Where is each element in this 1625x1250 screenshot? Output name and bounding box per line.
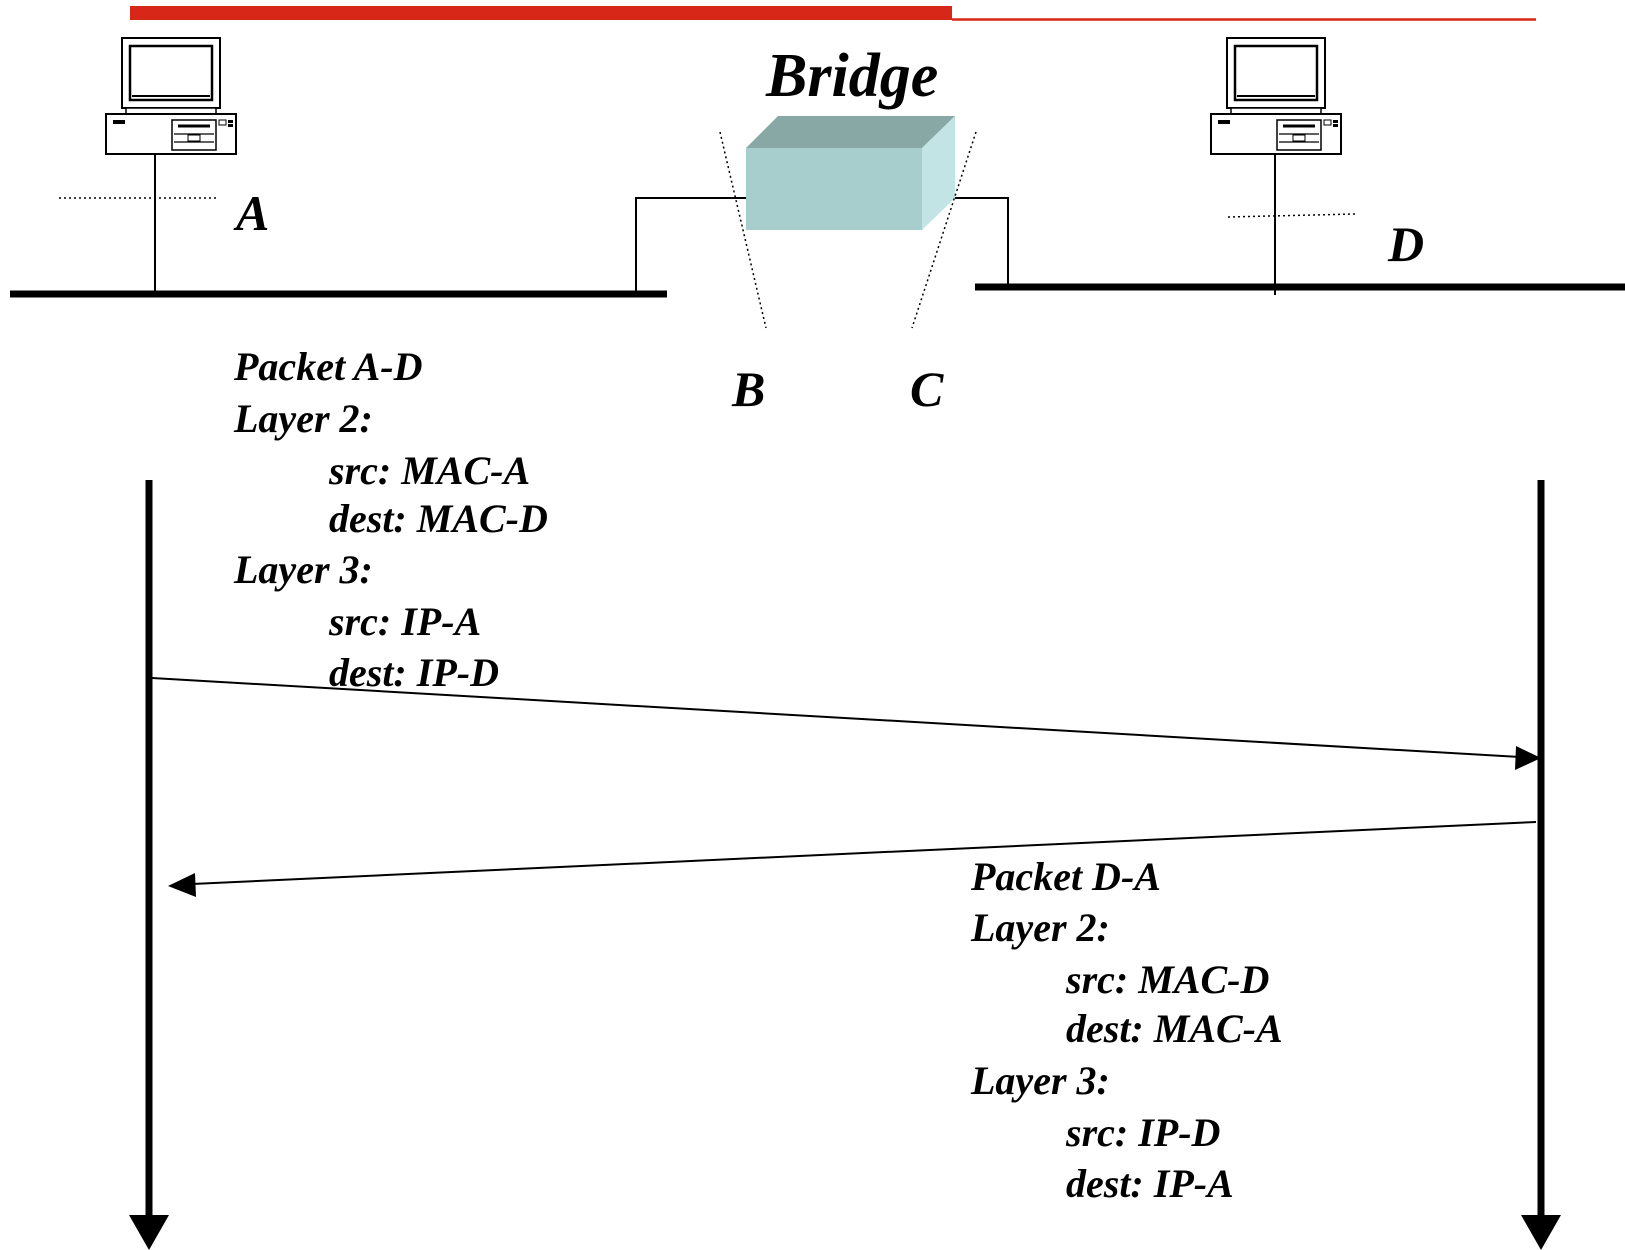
accent-bar (130, 6, 952, 20)
packet-title: Packet A-D (233, 344, 422, 389)
layer2-dest: dest: MAC-A (1066, 1006, 1283, 1051)
layer3-label: Layer 3: (970, 1058, 1110, 1103)
host-a-computer-icon (59, 36, 238, 292)
layer2-dest: dest: MAC-D (329, 496, 548, 541)
timeline-d (1521, 480, 1561, 1250)
bridge-link-left (635, 197, 746, 292)
host-a-label: A (233, 185, 269, 241)
layer2-src: src: MAC-D (1065, 957, 1269, 1002)
layer3-dest: dest: IP-A (1066, 1161, 1234, 1206)
layer3-label: Layer 3: (233, 547, 373, 592)
port-c-marker (911, 131, 977, 329)
layer2-label: Layer 2: (970, 905, 1110, 950)
layer2-label: Layer 2: (233, 396, 373, 441)
bridge-title: Bridge (765, 42, 938, 110)
port-b-marker (719, 131, 767, 329)
host-d-label: D (1387, 216, 1424, 272)
port-b-label: B (731, 361, 765, 417)
port-c-label: C (910, 361, 944, 417)
host-d-computer-icon (1209, 36, 1356, 295)
layer3-src: src: IP-D (1065, 1110, 1220, 1155)
timeline-a (129, 480, 169, 1250)
layer2-src: src: MAC-A (328, 448, 530, 493)
packet-d-a-block: Packet D-A Layer 2: src: MAC-D dest: MAC… (970, 854, 1283, 1206)
layer3-src: src: IP-A (328, 599, 481, 644)
packet-a-d-block: Packet A-D Layer 2: src: MAC-A dest: MAC… (233, 344, 548, 695)
packet-title: Packet D-A (970, 854, 1161, 899)
bridge-link-right (955, 197, 1009, 285)
layer3-dest: dest: IP-D (329, 650, 499, 695)
arrow-packet-d-to-a (168, 821, 1537, 897)
arrow-packet-a-to-d (151, 677, 1541, 770)
bridge-box-icon (746, 116, 955, 230)
